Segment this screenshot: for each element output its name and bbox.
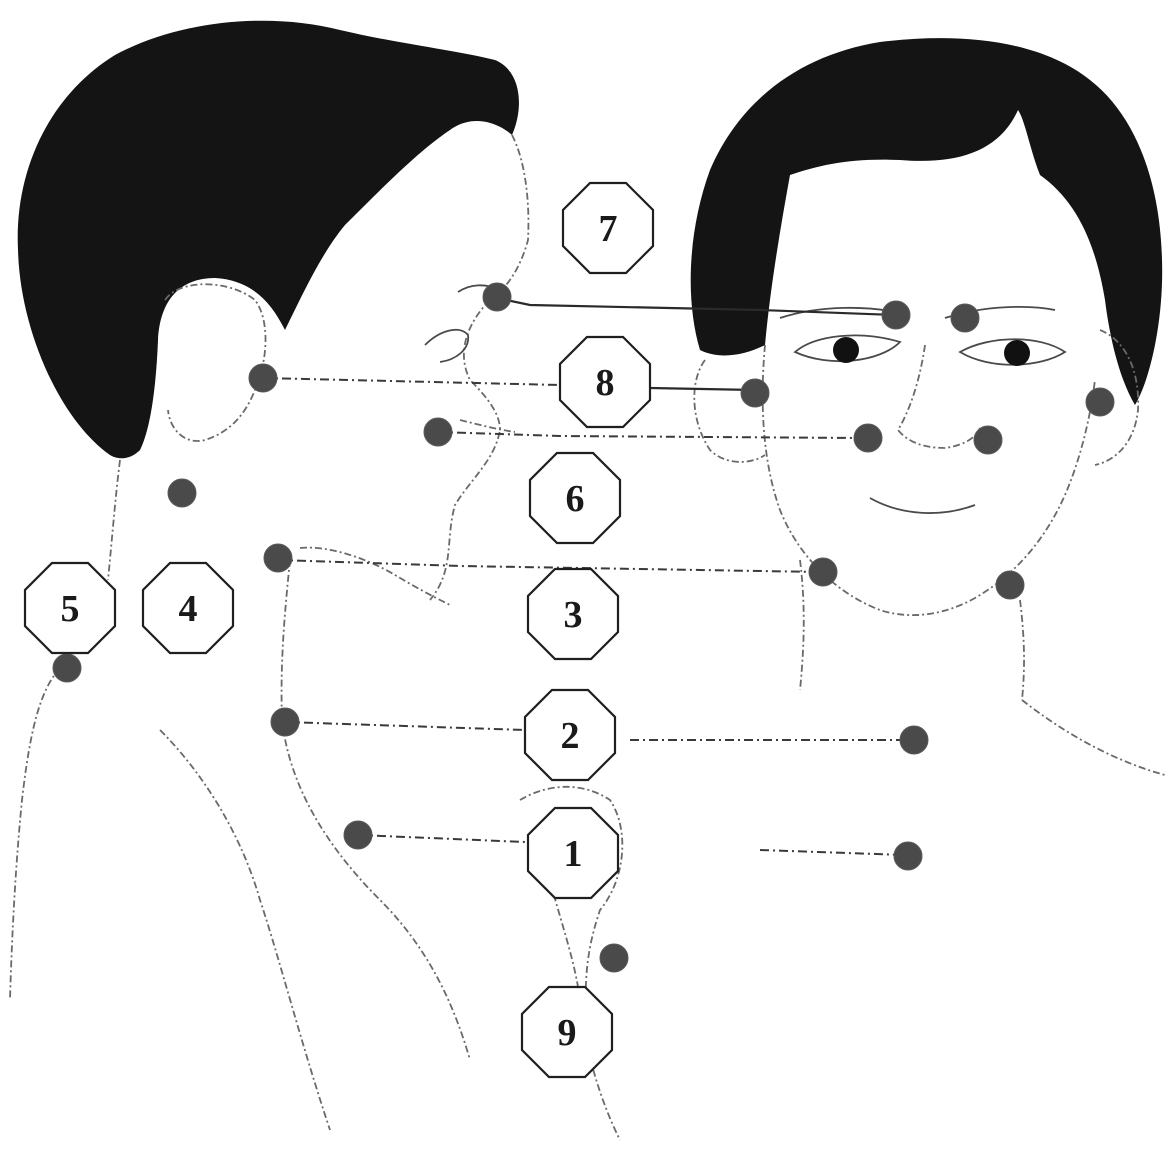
point-ear-profile [249, 364, 277, 392]
point-jaw-right-front [996, 571, 1024, 599]
frontal-nose [898, 345, 980, 448]
label-4-group: 4 [143, 563, 233, 653]
profile-back-arm [160, 730, 330, 1130]
label-2-group: 2 [525, 690, 615, 780]
point-nose-right-front [974, 426, 1002, 454]
label-7: 7 [599, 208, 618, 250]
point-ear-left-front [741, 379, 769, 407]
label-2: 2 [561, 715, 580, 757]
point-jaw-left-front [809, 558, 837, 586]
label-7-group: 7 [563, 183, 653, 273]
profile-shoulder [10, 668, 60, 1000]
profile-chin-neck [300, 548, 450, 605]
leader-8-right [650, 388, 755, 390]
label-1-group: 1 [528, 808, 618, 898]
point-brow-right-front [951, 304, 979, 332]
point-arm-profile [271, 708, 299, 736]
profile-hair [18, 21, 519, 459]
leader-3 [278, 560, 820, 572]
frontal-ear-left [694, 360, 765, 462]
label-6: 6 [566, 478, 585, 520]
point-temple-profile [483, 283, 511, 311]
point-jaw-profile [264, 544, 292, 572]
point-shoulder-profile [53, 654, 81, 682]
label-8: 8 [596, 362, 615, 404]
point-brow-left-front [882, 301, 910, 329]
profile-neck-back [108, 460, 120, 580]
profile-ear [165, 284, 266, 441]
frontal-mouth [870, 498, 975, 513]
leader-8-left [263, 378, 560, 385]
label-3-group: 3 [528, 569, 618, 659]
point-wrist-profile [600, 944, 628, 972]
profile-front-arm [282, 560, 470, 1060]
frontal-pupil-left [833, 337, 859, 363]
frontal-neck-left [800, 560, 804, 690]
leader-2-left [285, 722, 525, 730]
point-cheek-profile [424, 418, 452, 446]
label-5-group: 5 [25, 563, 115, 653]
point-collarbone-front [900, 726, 928, 754]
frontal-neck-right [1020, 600, 1024, 700]
label-6-group: 6 [530, 453, 620, 543]
leader-1-left [358, 835, 525, 842]
point-chest-front [894, 842, 922, 870]
frontal-pupil-right [1004, 340, 1030, 366]
leader-1-right [760, 850, 905, 855]
label-1: 1 [564, 833, 583, 875]
label-5: 5 [61, 588, 80, 630]
label-3: 3 [564, 594, 583, 636]
label-9-group: 9 [522, 987, 612, 1077]
label-4: 4 [179, 588, 198, 630]
profile-face-outline [430, 135, 528, 600]
frontal-shoulder [1022, 700, 1165, 775]
profile-mouth [460, 420, 515, 432]
frontal-hair [691, 38, 1162, 405]
point-elbow-profile [344, 821, 372, 849]
leader-6 [438, 432, 860, 438]
profile-nose [425, 330, 468, 362]
label-9: 9 [558, 1012, 577, 1054]
point-neck-profile [168, 479, 196, 507]
point-ear-right-front [1086, 388, 1114, 416]
label-8-group: 8 [560, 337, 650, 427]
point-nose-left-front [854, 424, 882, 452]
